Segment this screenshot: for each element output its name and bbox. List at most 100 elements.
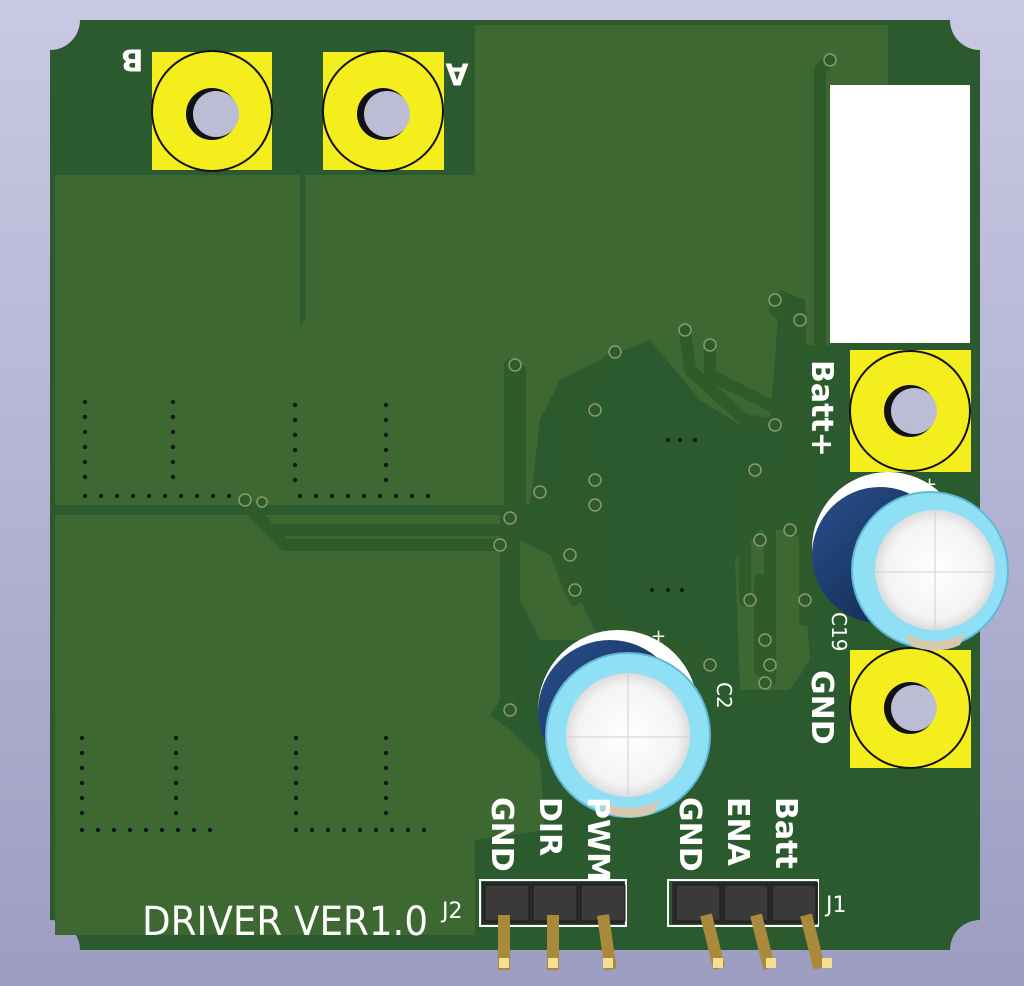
thermal-via-dot xyxy=(159,827,165,833)
thermal-via-dot xyxy=(383,765,389,771)
thermal-via-dot xyxy=(146,493,152,499)
thermal-via-dot xyxy=(383,417,389,423)
capacitor-c2-plus: + xyxy=(651,626,666,647)
thermal-via-dot xyxy=(194,493,200,499)
thermal-via-dot xyxy=(82,459,88,465)
thermal-via-dot xyxy=(170,444,176,450)
thermal-via-dot xyxy=(293,810,299,816)
label-c2: C2 xyxy=(712,682,736,709)
thermal-via-dot xyxy=(293,750,299,756)
thermal-via-dot xyxy=(292,477,298,483)
thermal-via-dot xyxy=(409,493,415,499)
header-j1[interactable] xyxy=(667,879,832,970)
thermal-via-dot xyxy=(207,827,213,833)
terminal-pad-gnd[interactable] xyxy=(849,647,971,769)
label-terminal-b: B xyxy=(121,42,144,77)
thermal-via-dot xyxy=(377,493,383,499)
thermal-via-dot xyxy=(79,780,85,786)
thermal-via-dot xyxy=(309,827,315,833)
thermal-via-dot xyxy=(170,429,176,435)
capacitor-c2[interactable] xyxy=(538,630,711,818)
thermal-via-dot xyxy=(173,810,179,816)
thermal-via-dot xyxy=(79,810,85,816)
traces xyxy=(239,54,836,716)
thermal-via-dot xyxy=(79,735,85,741)
thermal-via-dot xyxy=(173,750,179,756)
small-test-dots xyxy=(650,438,697,592)
header-j2[interactable] xyxy=(479,879,627,971)
thermal-via-dot xyxy=(329,493,335,499)
label-terminal-a: A xyxy=(445,56,469,91)
thermal-via-dot xyxy=(191,827,197,833)
label-j1-gnd: GND xyxy=(672,797,707,872)
thermal-via-dot xyxy=(79,765,85,771)
capacitor-c19[interactable] xyxy=(812,472,1009,651)
thermal-via-dot xyxy=(173,735,179,741)
thermal-via-dot xyxy=(226,493,232,499)
thermal-via-dot xyxy=(393,493,399,499)
thermal-via-dot xyxy=(293,765,299,771)
thermal-via-dot xyxy=(292,432,298,438)
terminal-pad-b[interactable] xyxy=(151,50,273,172)
thermal-via-dot xyxy=(383,447,389,453)
capacitor-c19-plus: + xyxy=(922,474,937,495)
thermal-via-dot xyxy=(425,493,431,499)
thermal-via-dot xyxy=(345,493,351,499)
thermal-via-dot xyxy=(383,780,389,786)
thermal-via-dot xyxy=(82,474,88,480)
thermal-via-dot xyxy=(341,827,347,833)
thermal-via-dot xyxy=(292,402,298,408)
thermal-via-dot xyxy=(173,795,179,801)
thermal-via-dot xyxy=(293,735,299,741)
vias xyxy=(238,53,837,717)
thermal-via-dot xyxy=(82,399,88,405)
thermal-via-dot xyxy=(82,444,88,450)
thermal-via-dot xyxy=(383,795,389,801)
thermal-via-dot xyxy=(383,402,389,408)
label-j1-ena: ENA xyxy=(720,797,755,867)
thermal-via-dot xyxy=(361,493,367,499)
thermal-via-dot xyxy=(175,827,181,833)
board-title: DRIVER VER1.0 xyxy=(142,899,428,945)
thermal-via-dot xyxy=(293,827,299,833)
thermal-via-dot xyxy=(383,462,389,468)
thermal-via-dot xyxy=(95,827,101,833)
thermal-via-dot xyxy=(82,414,88,420)
thermal-via-dot xyxy=(162,493,168,499)
thermal-via-dot xyxy=(292,447,298,453)
thermal-via-dot xyxy=(421,827,427,833)
label-c19: C19 xyxy=(827,612,851,651)
label-j2-pwm: PWM xyxy=(580,797,615,882)
thermal-via-dot xyxy=(170,474,176,480)
terminal-pad-a[interactable] xyxy=(322,50,444,172)
thermal-via-dot xyxy=(170,399,176,405)
thermal-via-dot xyxy=(170,414,176,420)
thermal-via-dot xyxy=(405,827,411,833)
thermal-via-dot xyxy=(383,810,389,816)
thermal-via-dot xyxy=(292,462,298,468)
thermal-via-dot xyxy=(210,493,216,499)
thermal-via-dot xyxy=(79,750,85,756)
thermal-via-dot xyxy=(173,780,179,786)
thermal-via-dot xyxy=(293,795,299,801)
thermal-via-dot xyxy=(82,429,88,435)
thermal-via-dot xyxy=(130,493,136,499)
label-j2-dir: DIR xyxy=(532,797,567,856)
label-batt-plus: Batt+ xyxy=(804,360,839,457)
thermal-via-dot xyxy=(383,735,389,741)
label-j1-batt: Batt xyxy=(768,797,803,869)
thermal-via-dot xyxy=(98,493,104,499)
thermal-via-dot xyxy=(127,827,133,833)
thermal-via-dot xyxy=(293,780,299,786)
thermal-via-arrays xyxy=(79,399,431,833)
terminal-pad-batt-plus[interactable] xyxy=(849,350,971,472)
thermal-via-dot xyxy=(178,493,184,499)
thermal-via-dot xyxy=(111,827,117,833)
thermal-via-dot xyxy=(373,827,379,833)
thermal-via-dot xyxy=(143,827,149,833)
thermal-via-dot xyxy=(173,765,179,771)
thermal-via-dot xyxy=(79,827,85,833)
connector-block xyxy=(830,85,970,343)
